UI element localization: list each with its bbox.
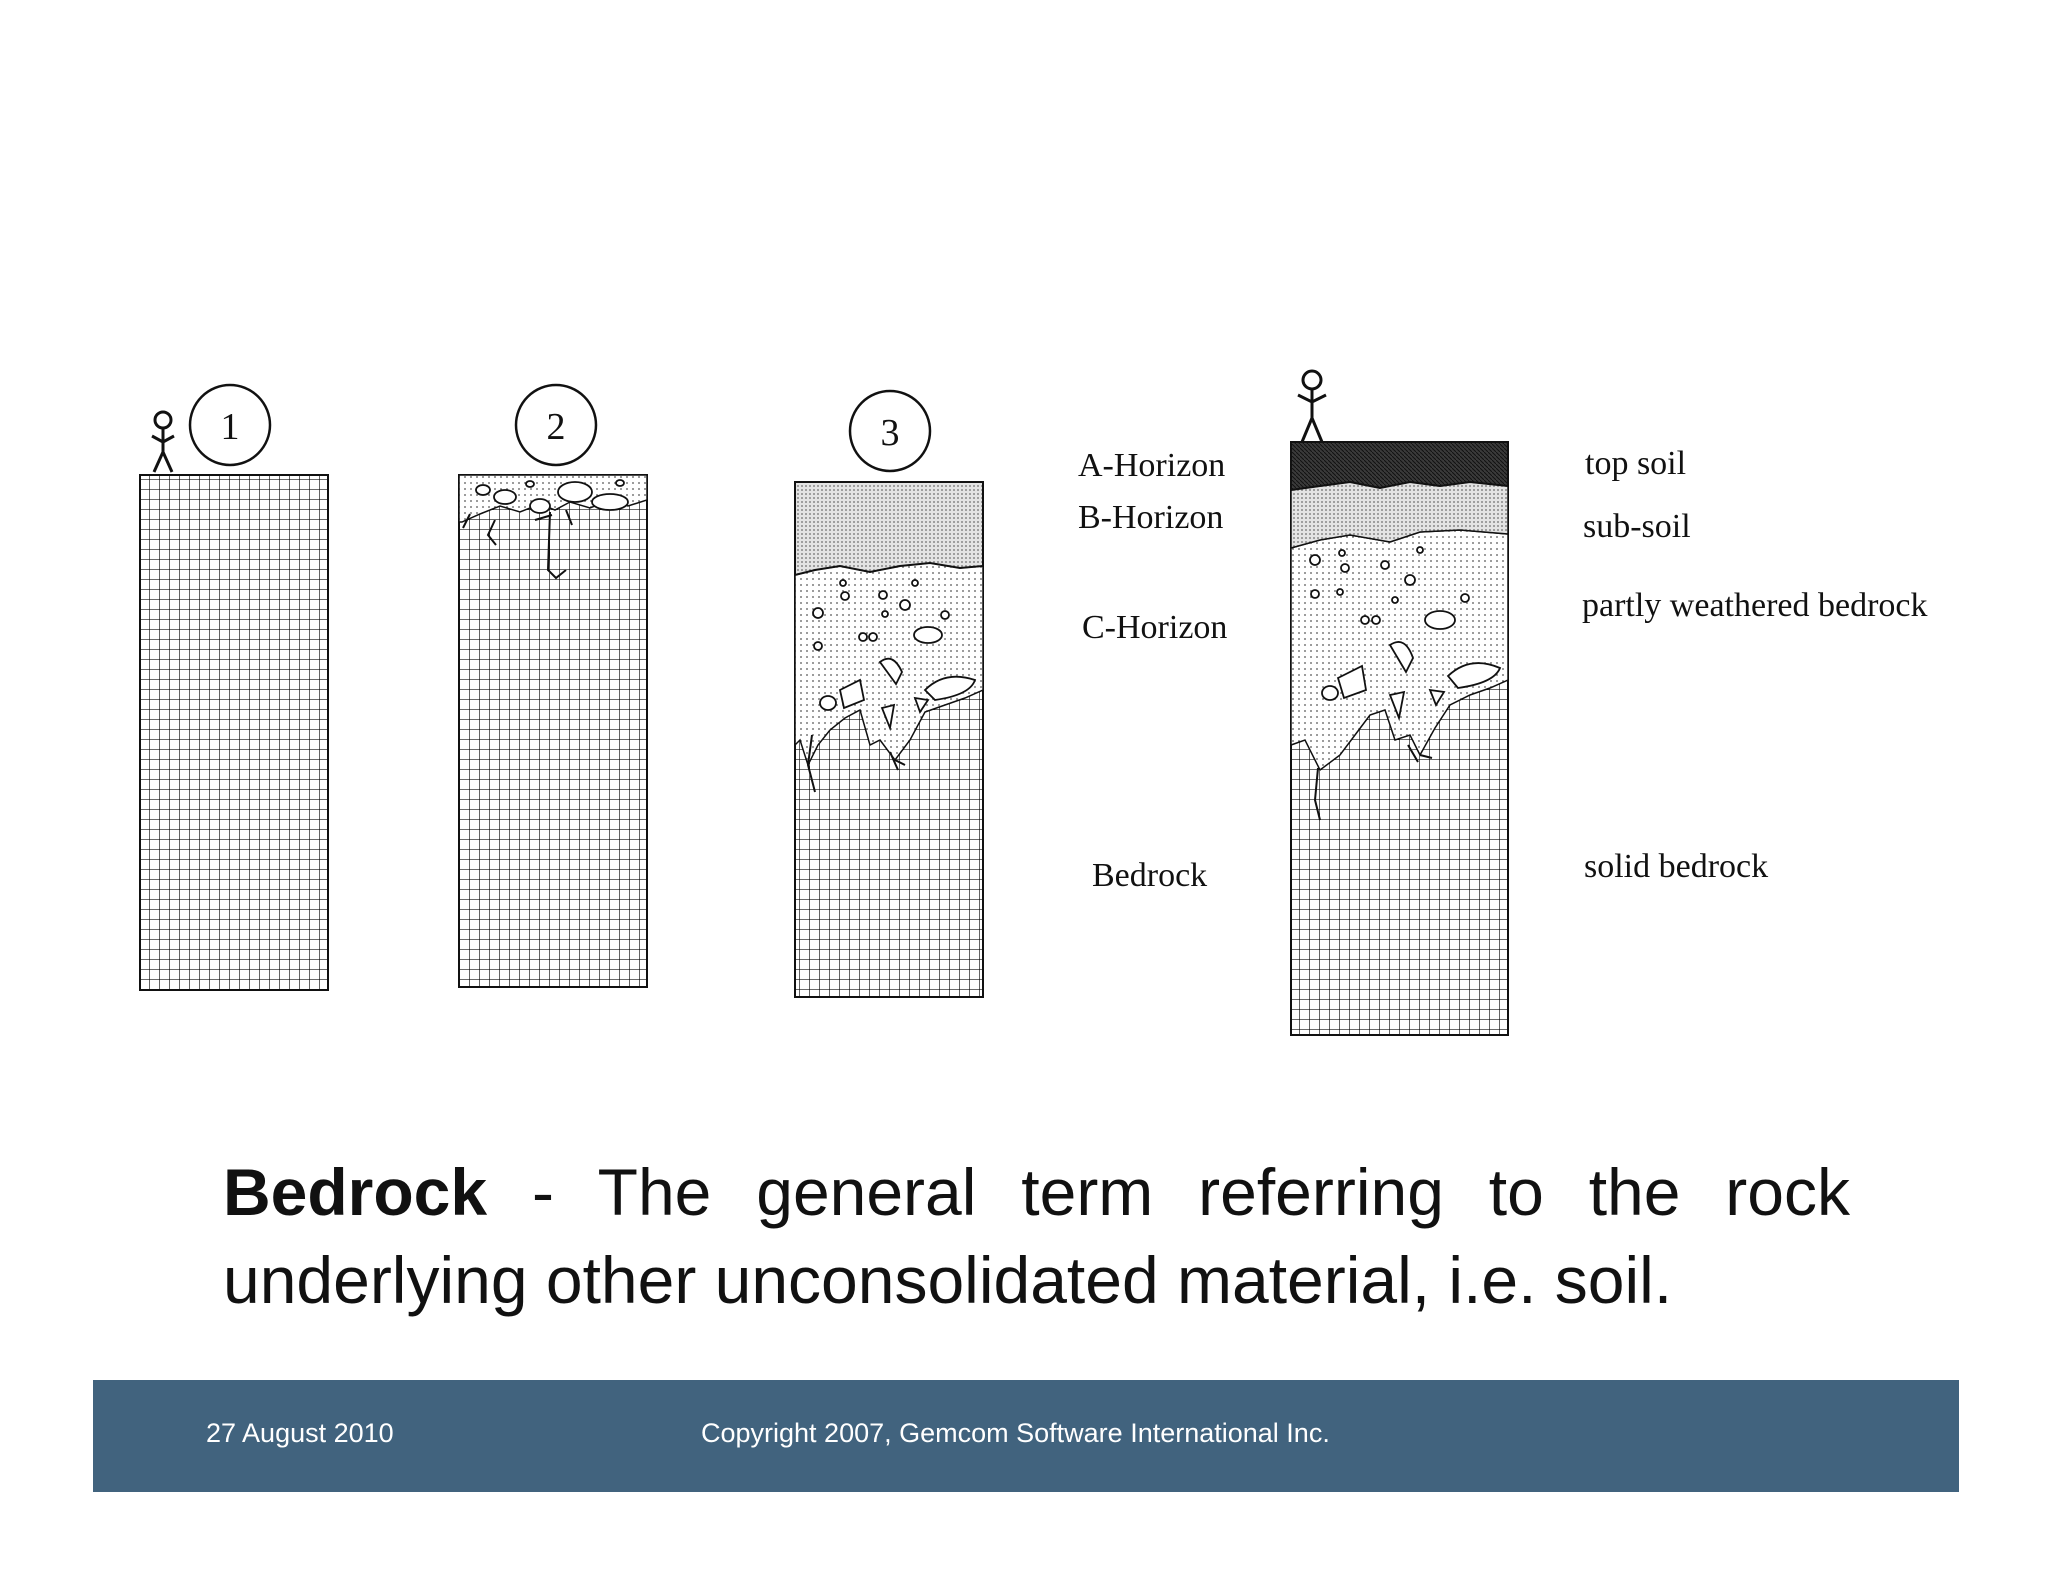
b-horizon-label: B-Horizon <box>1078 499 1223 536</box>
stage-3: 3 <box>794 389 984 998</box>
top-soil-label: top soil <box>1585 445 1686 482</box>
stick-figure-icon <box>1297 369 1327 443</box>
bedrock-label: Bedrock <box>1092 857 1207 894</box>
bedrock-definition-text: - The general term referring to the rock… <box>223 1155 1850 1317</box>
step-number-3: 3 <box>881 412 900 454</box>
profile-rock-fragments <box>1309 546 1502 722</box>
step-number-1: 1 <box>221 406 240 448</box>
step-circle-1 <box>188 383 272 467</box>
column-3-rock-fragments <box>812 579 977 732</box>
column-2-bedrock <box>458 474 648 988</box>
c-horizon-label: C-Horizon <box>1082 609 1227 646</box>
column-3-cracks <box>806 734 906 793</box>
column-1-bedrock <box>139 474 329 991</box>
bedrock-definition: Bedrock - The general term referring to … <box>223 1148 1850 1324</box>
step-circle-2 <box>514 383 598 467</box>
partly-weathered-bedrock-label: partly weathered bedrock <box>1582 587 1928 624</box>
column-2-rock-fragments <box>475 479 629 514</box>
bedrock-term: Bedrock <box>223 1155 488 1229</box>
stage-2: 2 <box>458 383 648 988</box>
sub-soil-label: sub-soil <box>1583 508 1691 545</box>
footer-copyright: Copyright 2007, Gemcom Software Internat… <box>701 1418 1330 1448</box>
profile-cracks <box>1313 744 1433 821</box>
stage-1: 1 <box>139 383 329 991</box>
stick-figure-icon <box>151 410 175 473</box>
stage-4-soil-profile <box>1290 369 1509 1036</box>
column-3-b-horizon <box>794 481 984 577</box>
slide-footer: 27 August 2010 Copyright 2007, Gemcom So… <box>93 1380 1959 1492</box>
step-number-2: 2 <box>547 406 566 448</box>
footer-date: 27 August 2010 <box>206 1418 394 1448</box>
step-circle-3 <box>848 389 932 473</box>
a-horizon-label: A-Horizon <box>1078 447 1225 484</box>
profile-a-horizon <box>1290 441 1509 492</box>
column-2-cracks <box>462 509 573 580</box>
solid-bedrock-label: solid bedrock <box>1584 848 1768 885</box>
